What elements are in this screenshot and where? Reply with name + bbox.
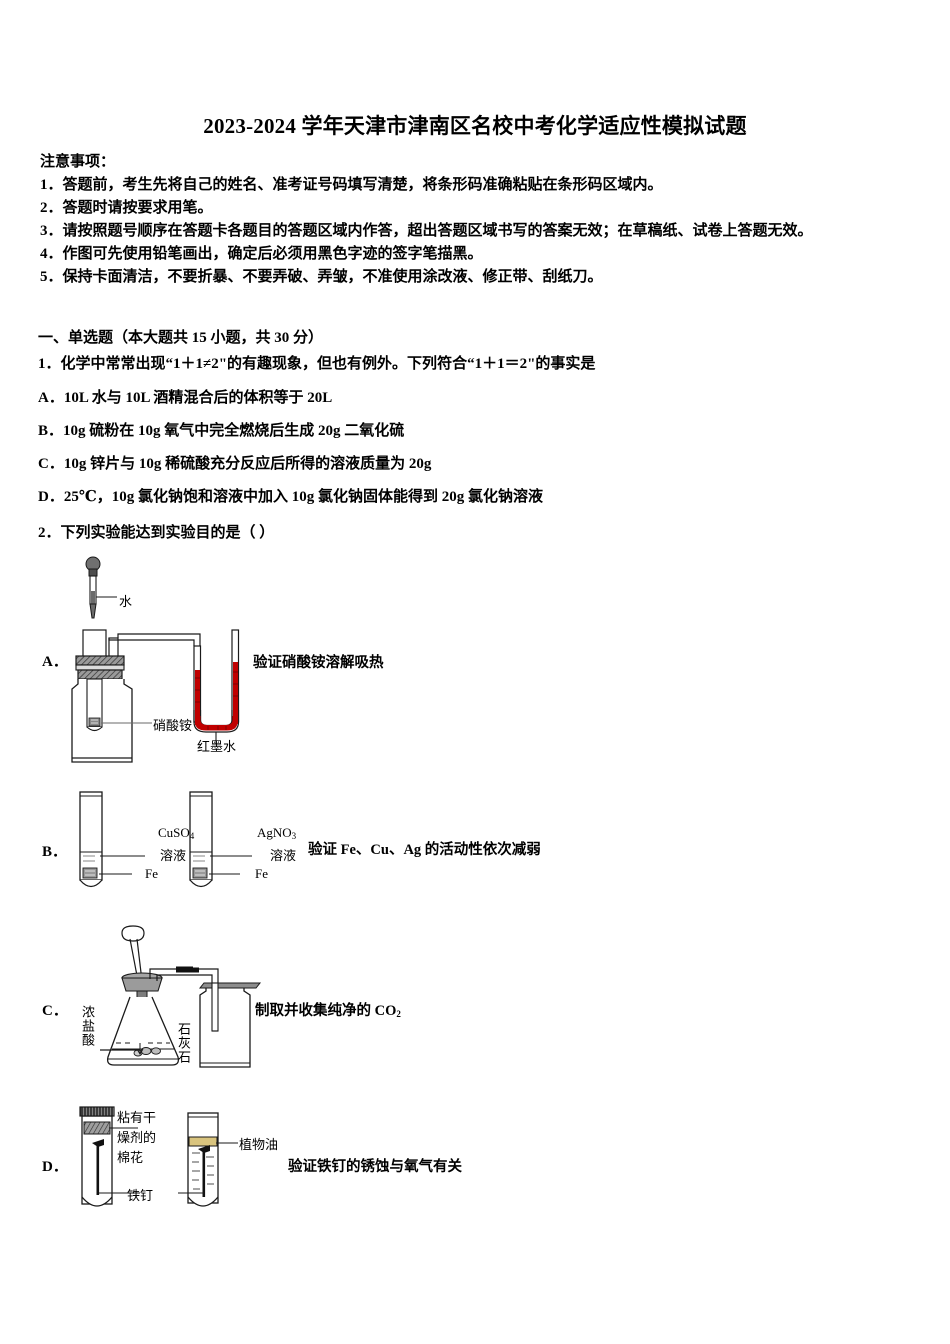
label-concentrated-hydrochloric-acid: 浓盐酸	[80, 1005, 95, 1047]
question-1-option-b: B．10g 硫粉在 10g 氧气中完全燃烧后生成 20g 二氧化硫	[38, 423, 405, 439]
notice-item: 5．保持卡面清洁，不要折暴、不要弄破、弄皱，不准使用涂改液、修正带、刮纸刀。	[40, 269, 603, 285]
question-2-option-d-description: 验证铁钉的锈蚀与氧气有关	[288, 1159, 462, 1175]
question-1-option-a: A．10L 水与 10L 酒精混合后的体积等于 20L	[38, 390, 333, 406]
label-cotton-line-2: 燥剂的	[117, 1130, 157, 1145]
label-red-ink: 红墨水	[197, 739, 237, 754]
figure-option-d	[68, 1105, 248, 1220]
label-solution-1: 溶液	[160, 848, 187, 863]
label-water: 水	[119, 594, 133, 609]
question-2-option-d-letter: D．	[42, 1159, 68, 1175]
question-2-option-a-letter: A．	[42, 654, 68, 670]
question-2-option-c-letter: C．	[42, 1003, 68, 1019]
label-vegetable-oil: 植物油	[239, 1137, 279, 1152]
figure-option-b	[70, 790, 270, 900]
question-2-option-b-description: 验证 Fe、Cu、Ag 的活动性依次减弱	[308, 842, 541, 858]
label-cotton-line-1: 粘有干	[117, 1110, 157, 1125]
notice-item: 4．作图可先使用铅笔画出，确定后必须用黑色字迹的签字笔描黑。	[40, 246, 483, 262]
label-iron-nail: 铁钉	[127, 1188, 154, 1203]
label-ammonium-nitrate: 硝酸铵	[153, 718, 193, 733]
question-2-stem: 2．下列实验能达到实验目的是（ ）	[38, 525, 275, 541]
question-1-stem: 1．化学中常常出现“1＋1≠2"的有趣现象，但也有例外。下列符合“1＋1＝2"的…	[38, 356, 596, 372]
label-solution-2: 溶液	[270, 848, 297, 863]
figure-option-c	[100, 925, 275, 1090]
section-heading: 一、单选题（本大题共 15 小题，共 30 分）	[38, 330, 324, 346]
label-fe-1: Fe	[145, 866, 158, 881]
notice-item: 3．请按照题号顺序在答题卡各题目的答题区域内作答，超出答题区域书写的答案无效；在…	[40, 223, 813, 239]
question-2-option-b-letter: B．	[42, 844, 68, 860]
notice-item: 2．答题时请按要求用笔。	[40, 200, 213, 216]
notice-list: 1．答题前，考生先将自己的姓名、准考证号码填写清楚，将条形码准确粘贴在条形码区域…	[40, 174, 920, 289]
figure-option-a	[60, 550, 290, 765]
question-1-option-c: C．10g 锌片与 10g 稀硫酸充分反应后所得的溶液质量为 20g	[38, 456, 432, 472]
question-2-option-c-description: 制取并收集纯净的 CO2	[255, 1003, 401, 1019]
notice-heading: 注意事项：	[40, 154, 116, 170]
question-2-option-a-description: 验证硝酸铵溶解吸热	[253, 655, 384, 671]
label-cotton-line-3: 棉花	[117, 1150, 144, 1165]
question-1-option-d: D．25℃，10g 氯化钠饱和溶液中加入 10g 氯化钠固体能得到 20g 氯化…	[38, 489, 544, 505]
label-cuso4: CuSO4	[158, 825, 195, 841]
notice-item: 1．答题前，考生先将自己的姓名、准考证号码填写清楚，将条形码准确粘贴在条形码区域…	[40, 177, 663, 193]
label-fe-2: Fe	[255, 866, 268, 881]
page-title: 2023-2024 学年天津市津南区名校中考化学适应性模拟试题	[203, 114, 747, 138]
label-limestone: 石灰石	[176, 1022, 191, 1064]
label-agno3: AgNO3	[257, 825, 297, 841]
